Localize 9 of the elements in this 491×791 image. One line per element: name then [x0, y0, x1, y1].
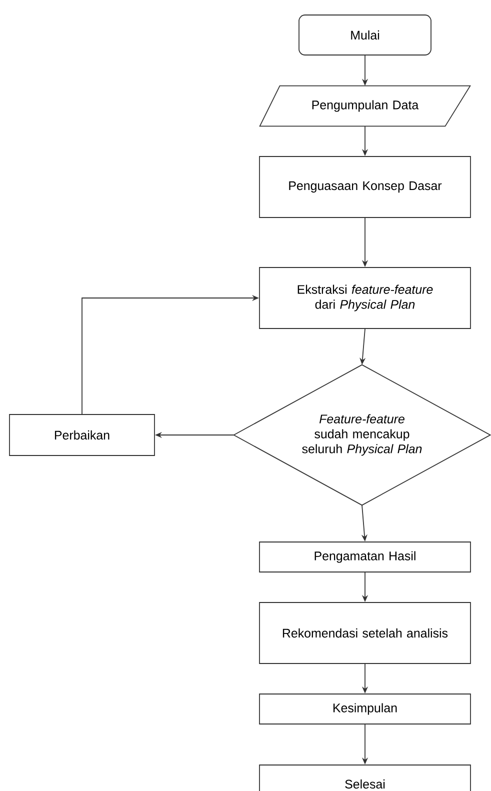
process-box: Perbaikan [9, 414, 155, 456]
end-box: Selesai [259, 764, 471, 791]
process-box: Rekomendasi setelah analisis [259, 602, 471, 664]
process-box: Ekstraksi feature-feature dari Physical Plan [259, 267, 471, 329]
process-box: Penguasaan Konsep Dasar [259, 156, 471, 218]
start-terminal: Mulai [298, 14, 432, 56]
input-parallelogram: Pengumpulan Data [259, 85, 471, 127]
process-box: Kesimpulan [259, 694, 471, 724]
process-box: Pengamatan Hasil [259, 542, 471, 572]
